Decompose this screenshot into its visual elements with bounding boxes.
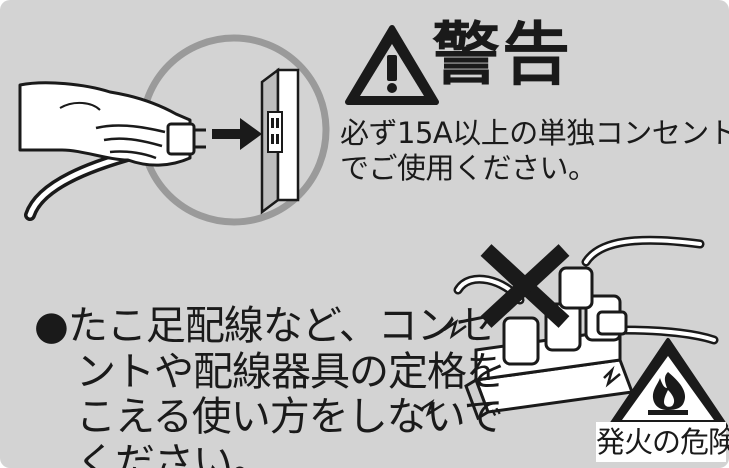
caution-text: ●たこ足配線など、コンセ ントや配線器具の定格を こえる使い方をしないで くださ… [34,303,506,468]
hand-icon [18,81,192,167]
caution-text-line3: こえる使い方をしないで [76,394,504,441]
prohibited-x-icon [480,244,570,328]
warning-title: 警告 [432,16,573,95]
warning-text: 必ず15A以上の単独コンセント でご使用ください。 [340,116,729,186]
plug-icon [166,122,206,156]
caution-text-line1: ●たこ足配線など、コンセ [34,303,496,349]
wall-outlet-icon [260,67,300,215]
power-strip-icon [419,235,719,421]
arrow-right-icon [212,118,262,150]
fire-hazard-label: 発火の危険 [596,422,729,462]
caution-text-line4: ください。 [76,439,272,468]
warning-triangle-icon [345,25,439,105]
warning-text-line1: 必ず15A以上の単独コンセント [340,116,729,150]
caution-text-line2: ントや配線器具の定格を [76,348,506,395]
warning-text-line2: でご使用ください。 [340,150,597,185]
